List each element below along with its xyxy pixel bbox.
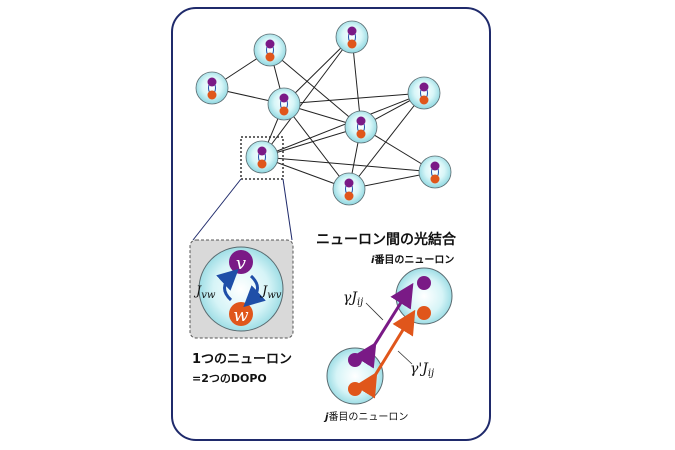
network-neuron: [418, 155, 452, 189]
dopo-v-dot: [265, 39, 275, 49]
dopo-v-dot: [207, 77, 217, 87]
neuron-i-v: [417, 276, 431, 290]
dopo-v-dot: [430, 161, 440, 171]
network-neuron: [253, 33, 287, 67]
dopo-v-dot: [419, 82, 429, 92]
network-neuron: [335, 20, 369, 54]
network-neuron: [407, 76, 441, 110]
coupling-arrow-wv: [243, 274, 266, 308]
gamma-prime-leader-line: [397, 350, 413, 365]
gamma-leader-line: [365, 302, 384, 321]
dopo-w-dot: [207, 90, 217, 100]
one-neuron-caption-line2: =2つのDOPO: [192, 372, 267, 385]
network-neuron: [245, 140, 279, 174]
i-neuron-label: i番目のニューロン: [371, 253, 454, 266]
dopo-v-dot: [347, 26, 357, 36]
coupling-arrow-vw: [216, 268, 239, 302]
neuron-cell: [344, 110, 378, 144]
v-symbol: v: [236, 253, 246, 274]
dopo-v-dot: [344, 178, 354, 188]
network-nodes: [195, 20, 452, 206]
j-neuron-label: j番目のニューロン: [323, 411, 408, 423]
neuron-cell: [418, 155, 452, 189]
J-wv-label: Jwv: [259, 284, 282, 301]
neuron-cell: [253, 33, 287, 67]
neuron-cell: [245, 140, 279, 174]
neuron-cell: [407, 76, 441, 110]
network-neuron: [332, 172, 366, 206]
dopo-w-dot: [344, 191, 354, 201]
orange-coupling-arrow: [354, 309, 416, 399]
neuron-detail-inset: [189, 239, 294, 339]
dopo-v-dot: [356, 116, 366, 126]
w-symbol: w: [233, 305, 249, 326]
network-neuron: [267, 87, 301, 121]
network-neuron: [344, 110, 378, 144]
dopo-w-dot: [279, 106, 289, 116]
network-title: ニューロン間の光結合: [316, 231, 457, 248]
dopo-w-dot: [347, 39, 357, 49]
neuron-cell: [267, 87, 301, 121]
selected-neuron-highlight: [240, 136, 284, 180]
gamma-J-label: γJij: [343, 290, 363, 308]
dopo-w-dot: [257, 159, 267, 169]
dopo-v-circle: [229, 250, 253, 274]
J-vw-label: Jvw: [193, 284, 216, 301]
neuron-i-w: [417, 306, 431, 320]
neuron-cell: [332, 172, 366, 206]
one-neuron-caption-line1: 1つのニューロン: [192, 352, 292, 367]
coupled-neuron-pair: [326, 267, 453, 405]
gamma-prime-J-label: γ'Jij: [410, 361, 434, 379]
neuron-j-w: [348, 382, 362, 396]
dopo-w-dot: [356, 129, 366, 139]
dopo-w-circle: [229, 302, 253, 326]
neuron-j-v: [348, 353, 362, 367]
dopo-w-dot: [430, 174, 440, 184]
dopo-w-dot: [419, 95, 429, 105]
zoom-lines: [192, 178, 293, 241]
network-neuron: [195, 71, 229, 105]
neuron-cell: [195, 71, 229, 105]
dopo-v-dot: [279, 93, 289, 103]
dopo-v-dot: [257, 146, 267, 156]
dopo-w-dot: [265, 52, 275, 62]
neuron-cell: [335, 20, 369, 54]
